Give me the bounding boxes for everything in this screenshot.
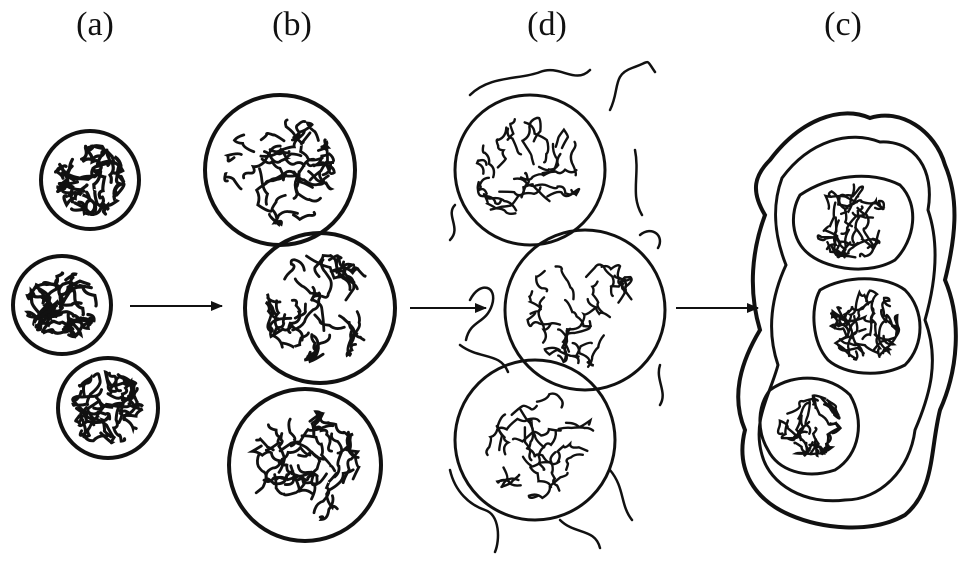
polymer-chain [279, 434, 285, 473]
polymer-chain [523, 457, 551, 467]
polymer-chain [234, 135, 253, 152]
polymer-chain [508, 129, 521, 155]
polymer-chain [72, 287, 84, 315]
polymer-chain [525, 122, 548, 162]
polymer-chain [43, 273, 62, 284]
polymer-chain [556, 266, 574, 299]
polymer-chain [301, 133, 323, 160]
stage-a-chains [28, 146, 143, 443]
polymer-chain [35, 284, 51, 304]
stage-c-chains [778, 185, 899, 456]
polymer-chain [497, 128, 507, 168]
polymer-chain [559, 427, 593, 430]
polymer-chain [299, 452, 324, 459]
polymer-chain [545, 348, 579, 357]
polymer-chain [523, 118, 540, 141]
polymer-chain [486, 429, 497, 455]
particle-b-middle [245, 233, 395, 383]
polymer-chain [557, 444, 587, 463]
polymer-chain [283, 333, 309, 348]
polymer-chain [547, 189, 579, 196]
polymer-chain [285, 260, 305, 279]
stage-d-chains [477, 118, 632, 498]
particle-d-middle [505, 230, 665, 390]
polymer-chain [529, 473, 568, 498]
polymer-chain [588, 335, 604, 366]
polymer-chain [530, 467, 551, 487]
stage-b-particles [205, 95, 395, 541]
polymer-chain [536, 271, 547, 291]
polymer-chain [571, 142, 576, 175]
particle-d-top [455, 95, 605, 245]
polymer-chain [537, 394, 563, 408]
polymer-chain [829, 191, 849, 206]
polymer-chain [261, 133, 284, 140]
polymer-chain [271, 195, 285, 224]
polymer-chain [543, 323, 560, 342]
stage-a-particles [13, 131, 158, 458]
polymer-chain [805, 401, 810, 434]
polymer-chain [556, 130, 568, 148]
polymer-chain [566, 420, 590, 427]
polymer-chain [256, 453, 266, 492]
stage-c-film [738, 113, 956, 527]
polymer-chain [566, 454, 583, 469]
polymer-chain [478, 178, 501, 204]
polymer-chain [563, 308, 596, 352]
polymer-chain [522, 141, 533, 165]
polymer-chain [477, 160, 486, 174]
polymer-chain [514, 179, 549, 202]
polymer-chain [228, 154, 242, 161]
polymer-chain [225, 174, 241, 189]
polymer-chain [586, 265, 613, 296]
